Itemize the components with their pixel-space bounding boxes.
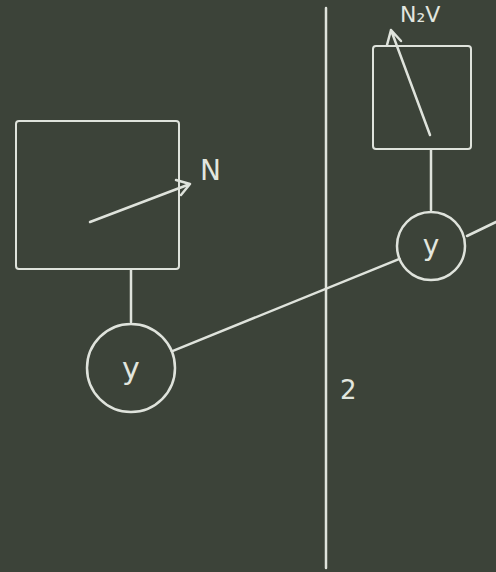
callout-number: 2 [340,376,357,405]
process-box: N [15,120,180,270]
box-arrow [90,180,190,222]
node-text: y [122,352,140,385]
connector-line [172,259,400,352]
outgoing-line [467,222,496,236]
node-text: N₂V [400,3,440,27]
node-text: y [423,231,440,262]
circle-node: y [395,210,467,282]
circle-outline [87,324,175,412]
node-text: N [200,156,221,187]
connector-line [430,150,433,210]
circle-outline [397,212,465,280]
circle-node: y [85,322,177,414]
process-box: N₂V [372,45,472,150]
connector-line [130,270,133,322]
